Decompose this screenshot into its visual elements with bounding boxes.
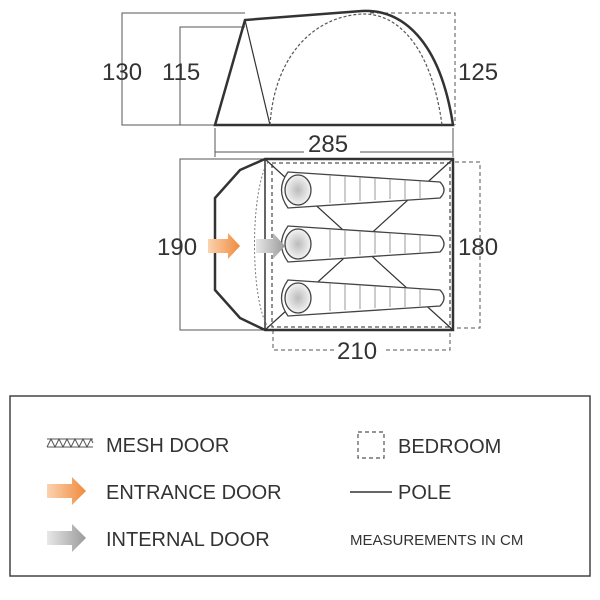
mesh-door-arc bbox=[254, 161, 269, 328]
mesh-zigzag-icon bbox=[46, 437, 94, 449]
sleeping-bag-3 bbox=[280, 279, 445, 317]
dim-label-115: 115 bbox=[162, 59, 200, 86]
sleeper-head bbox=[284, 282, 312, 314]
dim-line-190 bbox=[179, 158, 265, 331]
entrance-door-arrow bbox=[208, 233, 240, 259]
dim-label-125: 125 bbox=[458, 59, 498, 86]
legend: MESH DOOR ENTRANCE DOOR INTERNAL DOOR BE… bbox=[9, 395, 591, 577]
dim-label-210: 210 bbox=[337, 338, 377, 365]
side-view-mesh bbox=[269, 13, 443, 126]
floor-plan: 190 180 210 bbox=[157, 157, 498, 365]
sleeper-head bbox=[284, 174, 312, 206]
dim-line-180 bbox=[455, 161, 481, 329]
dim-label-285: 285 bbox=[308, 131, 348, 158]
internal-door-arrow bbox=[256, 233, 285, 259]
dim-label-180: 180 bbox=[458, 234, 498, 261]
dim-label-190: 190 bbox=[157, 234, 197, 261]
legend-label-entrance-door: ENTRANCE DOOR bbox=[106, 482, 282, 504]
side-view: 130 115 125 bbox=[102, 9, 498, 127]
grey-arrow-icon bbox=[47, 524, 86, 552]
dim-line-125 bbox=[370, 12, 456, 125]
sleeping-bag-1 bbox=[280, 171, 445, 209]
sleeper-head bbox=[284, 228, 312, 260]
dim-line-115 bbox=[179, 26, 245, 125]
legend-label-bedroom: BEDROOM bbox=[398, 436, 501, 458]
legend-units-note: MEASUREMENTS IN CM bbox=[350, 532, 523, 549]
legend-label-internal-door: INTERNAL DOOR bbox=[106, 529, 270, 551]
dim-label-210-bg bbox=[334, 340, 386, 362]
dim-line-130 bbox=[121, 12, 245, 126]
legend-label-pole: POLE bbox=[398, 482, 451, 504]
legend-box bbox=[9, 395, 591, 577]
orange-arrow-icon bbox=[47, 477, 86, 505]
dashed-square-icon bbox=[357, 431, 385, 459]
side-view-pole bbox=[244, 19, 271, 126]
dim-label-285-bg bbox=[304, 133, 360, 157]
sleeping-bag-2 bbox=[280, 225, 445, 263]
legend-label-mesh-door: MESH DOOR bbox=[106, 435, 229, 457]
dim-label-130: 130 bbox=[102, 59, 142, 86]
side-view-outline bbox=[213, 9, 455, 127]
